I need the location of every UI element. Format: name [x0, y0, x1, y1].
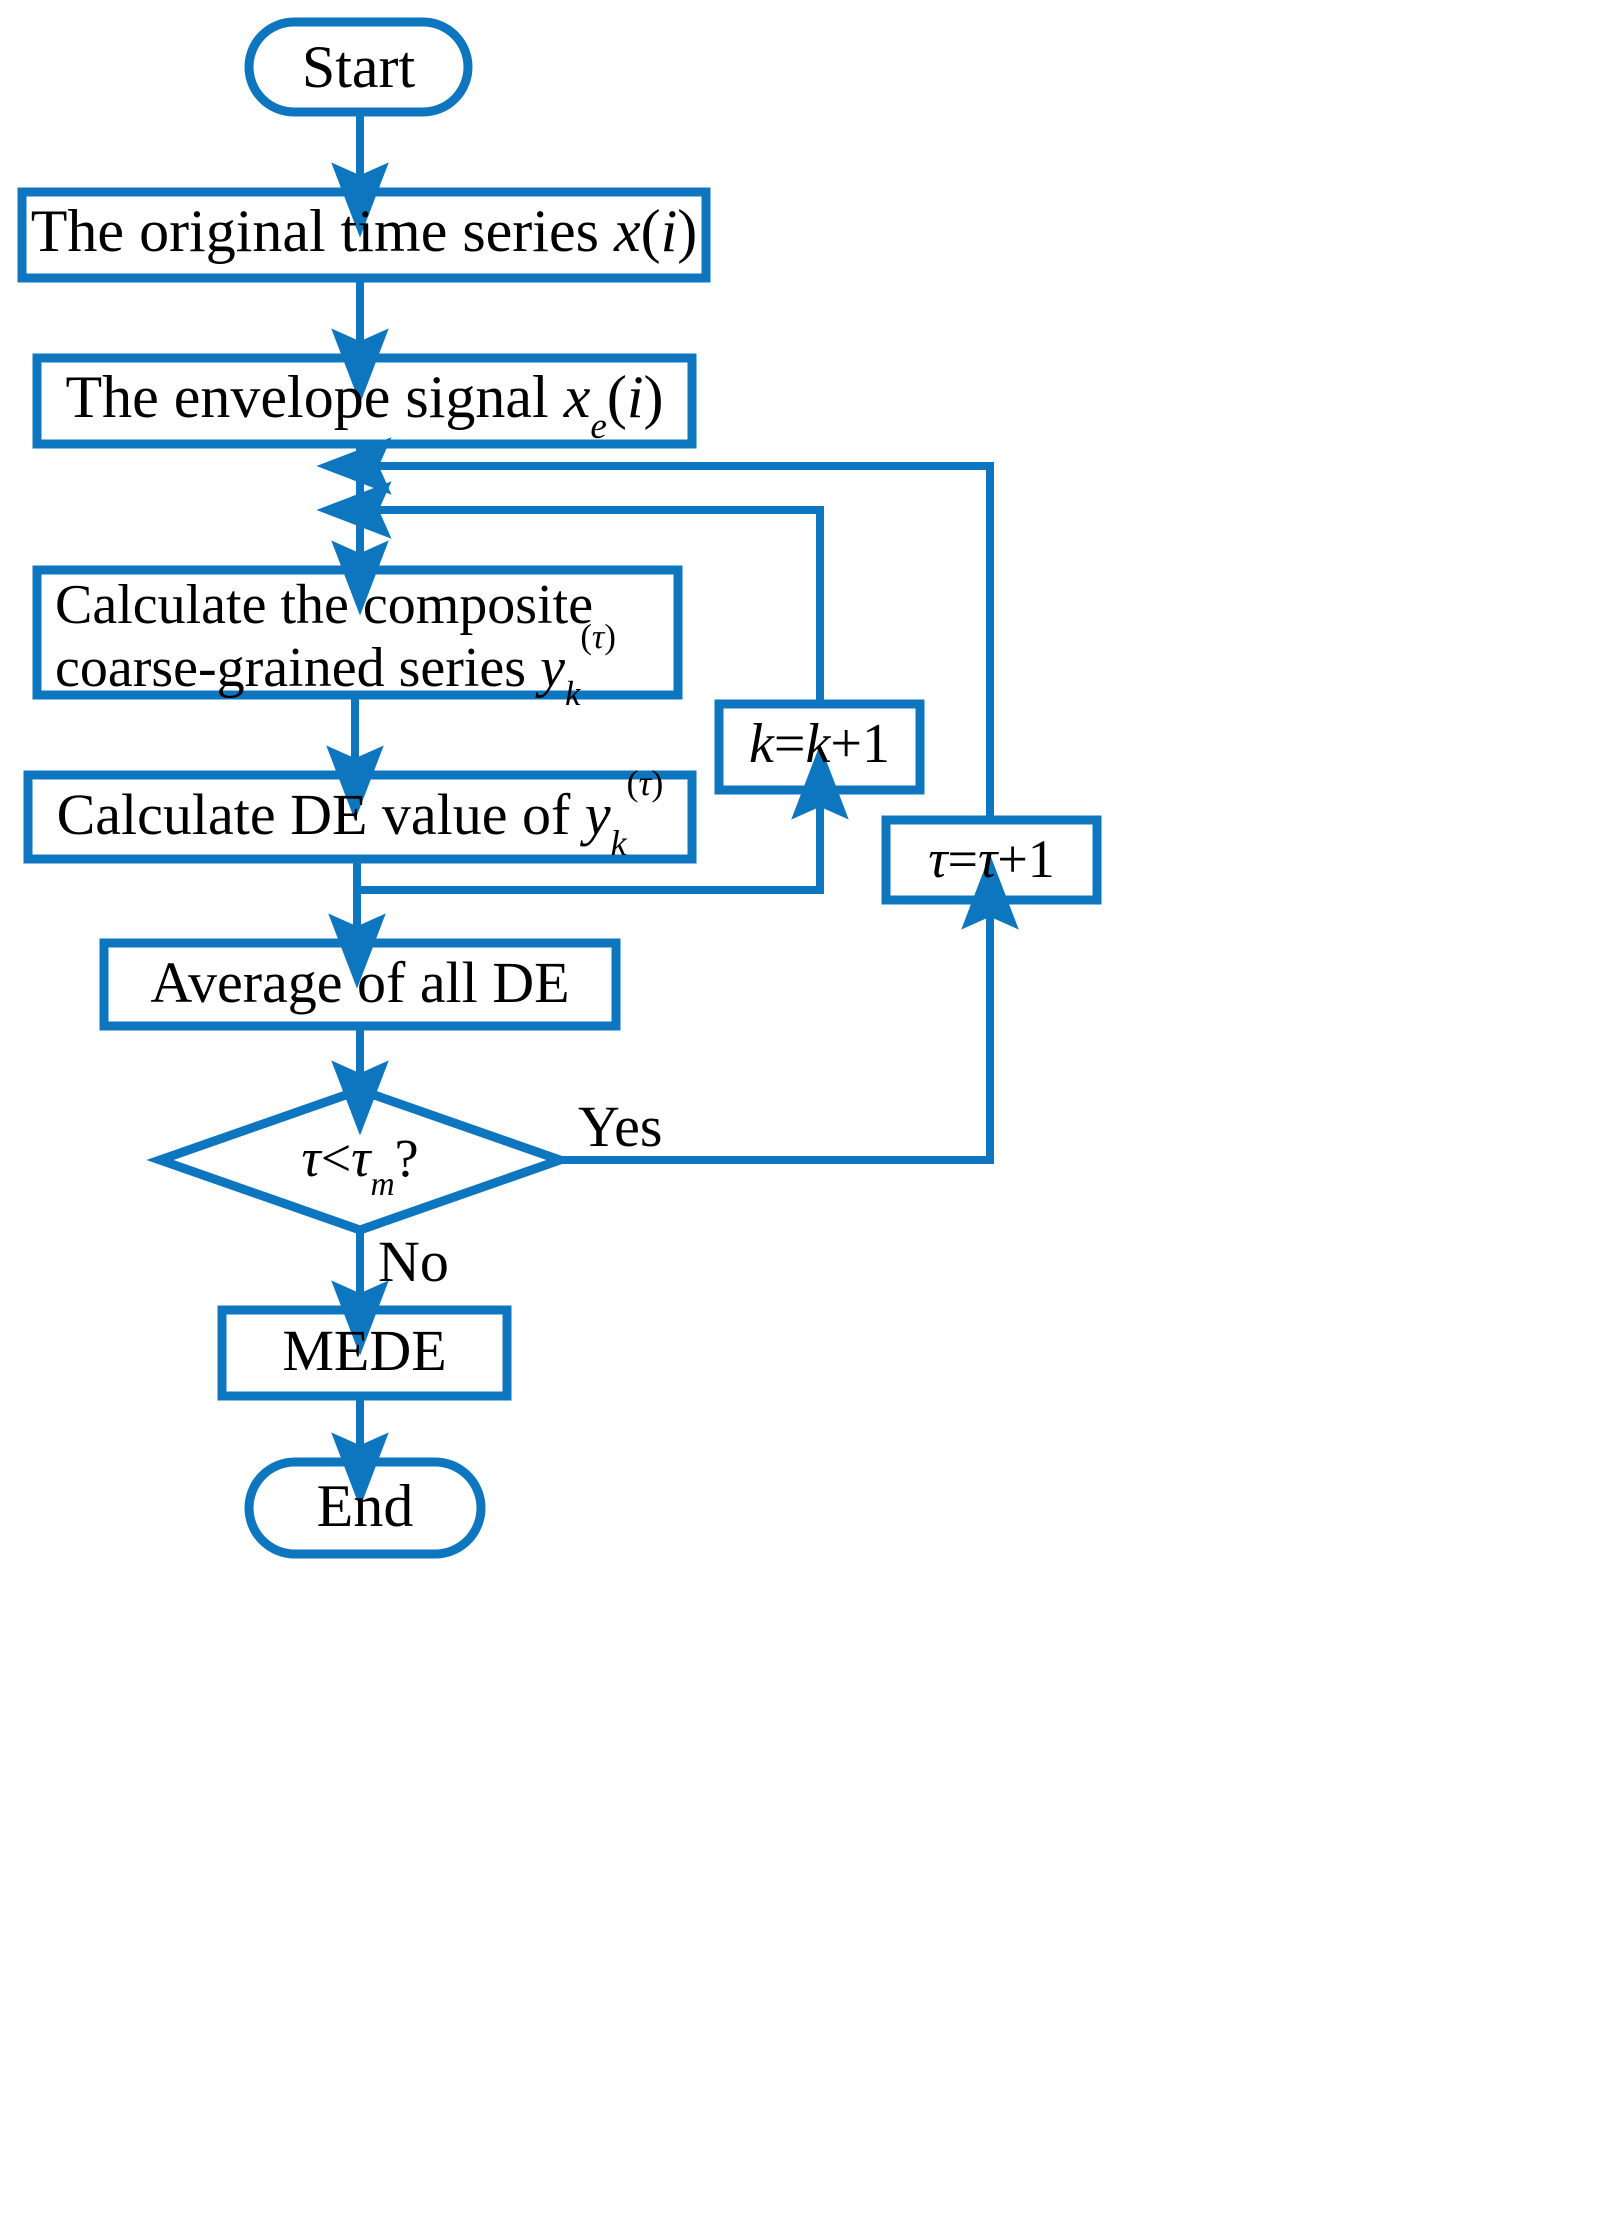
node-de-shape[interactable] [23, 770, 697, 864]
edge-de-to-kinc [357, 744, 849, 894]
edge-label-no: No [378, 1229, 449, 1294]
node-tauinc-shape[interactable] [881, 815, 1102, 905]
node-envelope-shape[interactable] [32, 353, 697, 449]
node-start-shape[interactable] [244, 17, 473, 117]
node-decision-shape[interactable] [146, 1085, 574, 1235]
node-end-shape[interactable] [244, 1457, 486, 1559]
edge-tauinc-to-trunk [316, 437, 994, 820]
node-kinc-shape[interactable] [714, 699, 925, 795]
node-original-shape[interactable] [17, 187, 711, 283]
node-mede-shape[interactable] [217, 1305, 512, 1401]
node-coarse-shape[interactable] [32, 565, 683, 700]
node-average-shape[interactable] [99, 938, 621, 1031]
edge-label-yes: Yes [578, 1094, 663, 1159]
edge-decision-yes-to-tauinc [560, 854, 1019, 1164]
edge-kinc-to-trunk [316, 481, 824, 704]
